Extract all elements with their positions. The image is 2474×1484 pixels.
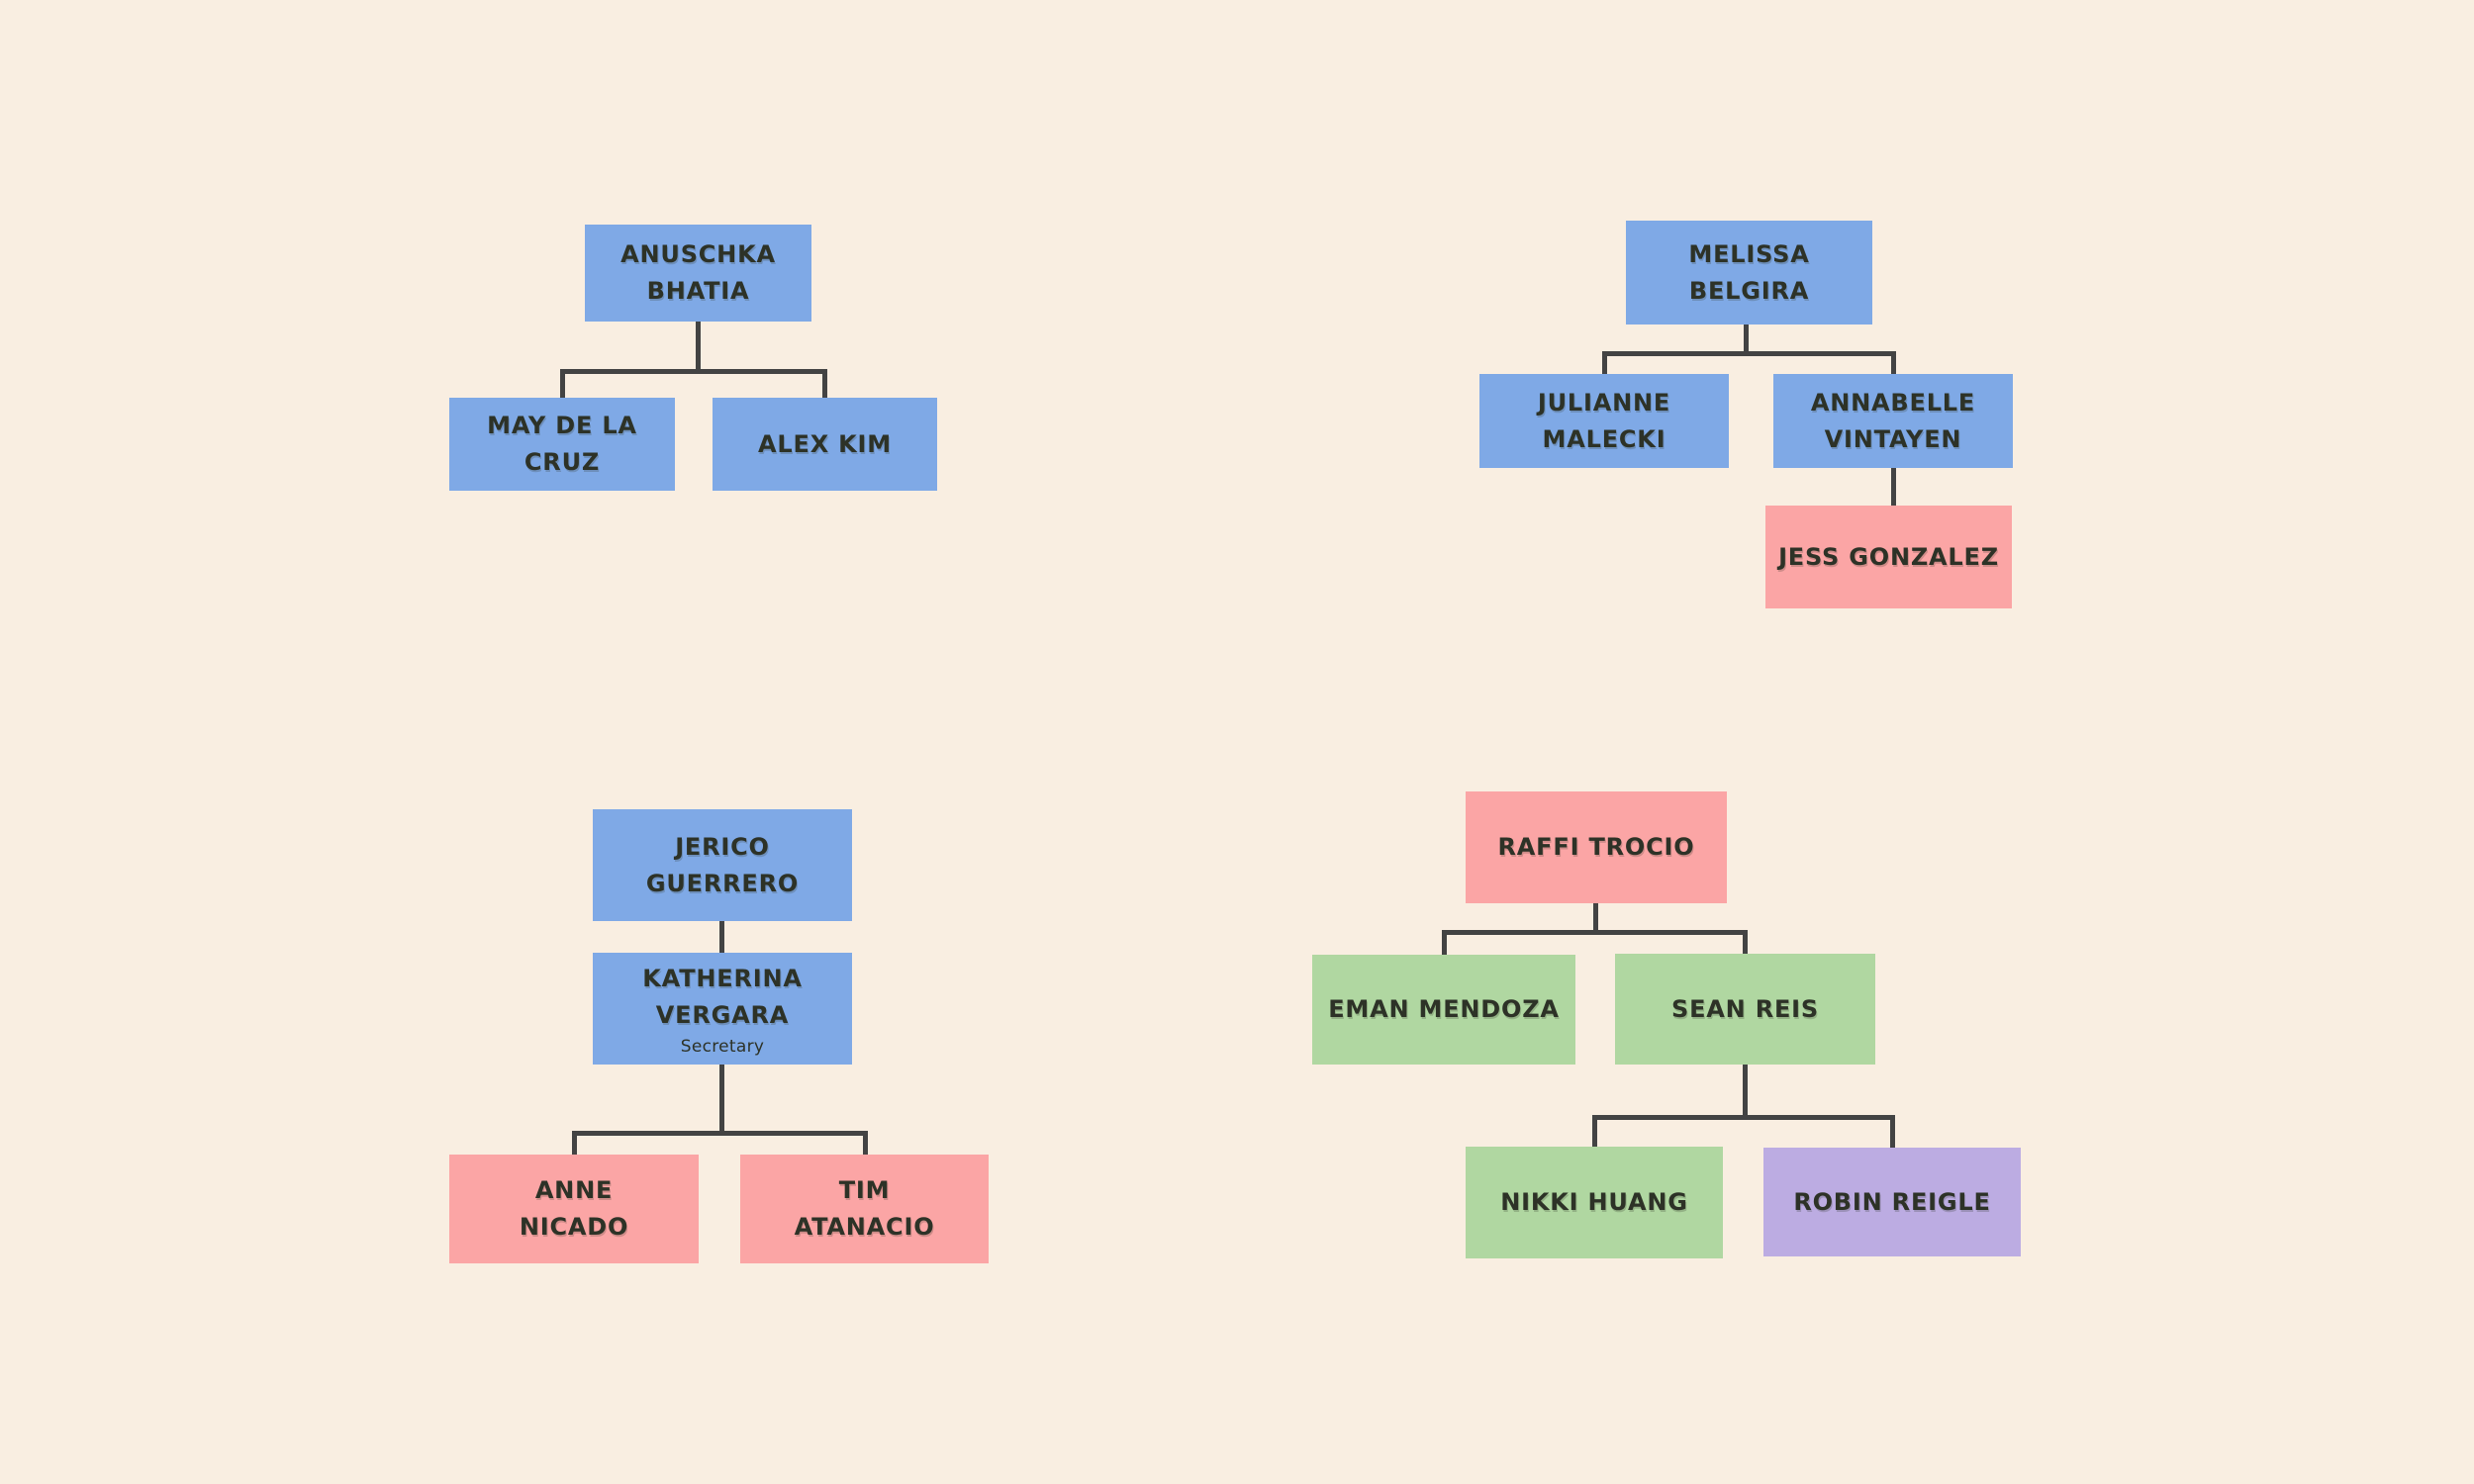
org-node-robin-reigle: ROBIN REIGLE bbox=[1763, 1148, 2021, 1256]
org-node-anne-nicado: ANNE NICADO bbox=[449, 1155, 699, 1263]
connector-sean-down bbox=[1743, 1065, 1748, 1120]
connector-tree4-horizontal-upper bbox=[1442, 930, 1748, 935]
connector-stub-annabelle bbox=[1891, 351, 1896, 374]
connector-tree3-horizontal bbox=[572, 1131, 868, 1136]
node-label: MELISSA BELGIRA bbox=[1688, 239, 1810, 305]
connector-tree4-horizontal-lower bbox=[1592, 1115, 1895, 1120]
node-label: JERICO GUERRERO bbox=[645, 832, 800, 897]
node-label: ROBIN REIGLE bbox=[1793, 1187, 1991, 1216]
org-node-alex-kim: ALEX KIM bbox=[713, 398, 937, 491]
connector-tree1-horizontal bbox=[560, 369, 827, 374]
connector-stub-robin bbox=[1890, 1115, 1895, 1148]
connector-stub-nikki bbox=[1592, 1115, 1597, 1147]
connector-annabelle-to-jess bbox=[1891, 468, 1896, 506]
connector-stub-anne bbox=[572, 1131, 577, 1155]
connector-stub-tim bbox=[863, 1131, 868, 1155]
node-label: SEAN REIS bbox=[1671, 994, 1819, 1023]
connector-stub-eman bbox=[1442, 930, 1447, 955]
node-label: ALEX KIM bbox=[758, 429, 892, 458]
node-label: TIM ATANACIO bbox=[794, 1176, 935, 1241]
connector-stub-may bbox=[560, 369, 565, 398]
node-subtitle: Secretary bbox=[680, 1036, 765, 1057]
org-node-annabelle-vintayen: ANNABELLE VINTAYEN bbox=[1773, 374, 2013, 468]
org-node-sean-reis: SEAN REIS bbox=[1615, 954, 1875, 1065]
connector-stub-julianne bbox=[1602, 351, 1607, 374]
node-label: RAFFI TROCIO bbox=[1497, 833, 1695, 861]
node-label: ANNABELLE VINTAYEN bbox=[1810, 388, 1976, 453]
org-node-anuschka-bhatia: ANUSCHKA BHATIA bbox=[585, 225, 811, 322]
node-label: NIKKI HUANG bbox=[1500, 1188, 1688, 1216]
connector-katherina-down bbox=[719, 1065, 724, 1136]
connector-jerico-to-katherina bbox=[719, 921, 724, 953]
org-node-may-de-la-cruz: MAY DE LA CRUZ bbox=[449, 398, 675, 491]
org-node-jess-gonzalez: JESS GONZALEZ bbox=[1765, 506, 2012, 608]
org-node-raffi-trocio: RAFFI TROCIO bbox=[1466, 791, 1727, 903]
org-node-jerico-guerrero: JERICO GUERRERO bbox=[593, 809, 852, 921]
node-label: ANUSCHKA BHATIA bbox=[620, 240, 776, 305]
org-node-katherina-vergara: KATHERINA VERGARA Secretary bbox=[593, 953, 852, 1065]
org-node-nikki-huang: NIKKI HUANG bbox=[1466, 1147, 1723, 1258]
org-node-julianne-malecki: JULIANNE MALECKI bbox=[1479, 374, 1729, 468]
connector-stub-alex bbox=[822, 369, 827, 398]
org-node-eman-mendoza: EMAN MENDOZA bbox=[1312, 955, 1575, 1065]
org-node-tim-atanacio: TIM ATANACIO bbox=[740, 1155, 989, 1263]
connector-anuschka-down bbox=[696, 322, 701, 374]
connector-stub-sean bbox=[1743, 930, 1748, 954]
org-node-melissa-belgira: MELISSA BELGIRA bbox=[1626, 221, 1872, 325]
node-label: ANNE NICADO bbox=[519, 1176, 629, 1241]
node-label: MAY DE LA CRUZ bbox=[487, 412, 637, 476]
node-label: KATHERINA VERGARA bbox=[642, 964, 803, 1029]
connector-raffi-down bbox=[1593, 903, 1598, 935]
node-label: JESS GONZALEZ bbox=[1778, 542, 1999, 571]
node-label: JULIANNE MALECKI bbox=[1537, 388, 1671, 453]
connector-melissa-down bbox=[1744, 325, 1749, 356]
node-label: EMAN MENDOZA bbox=[1328, 995, 1560, 1023]
connector-tree2-horizontal bbox=[1602, 351, 1896, 356]
